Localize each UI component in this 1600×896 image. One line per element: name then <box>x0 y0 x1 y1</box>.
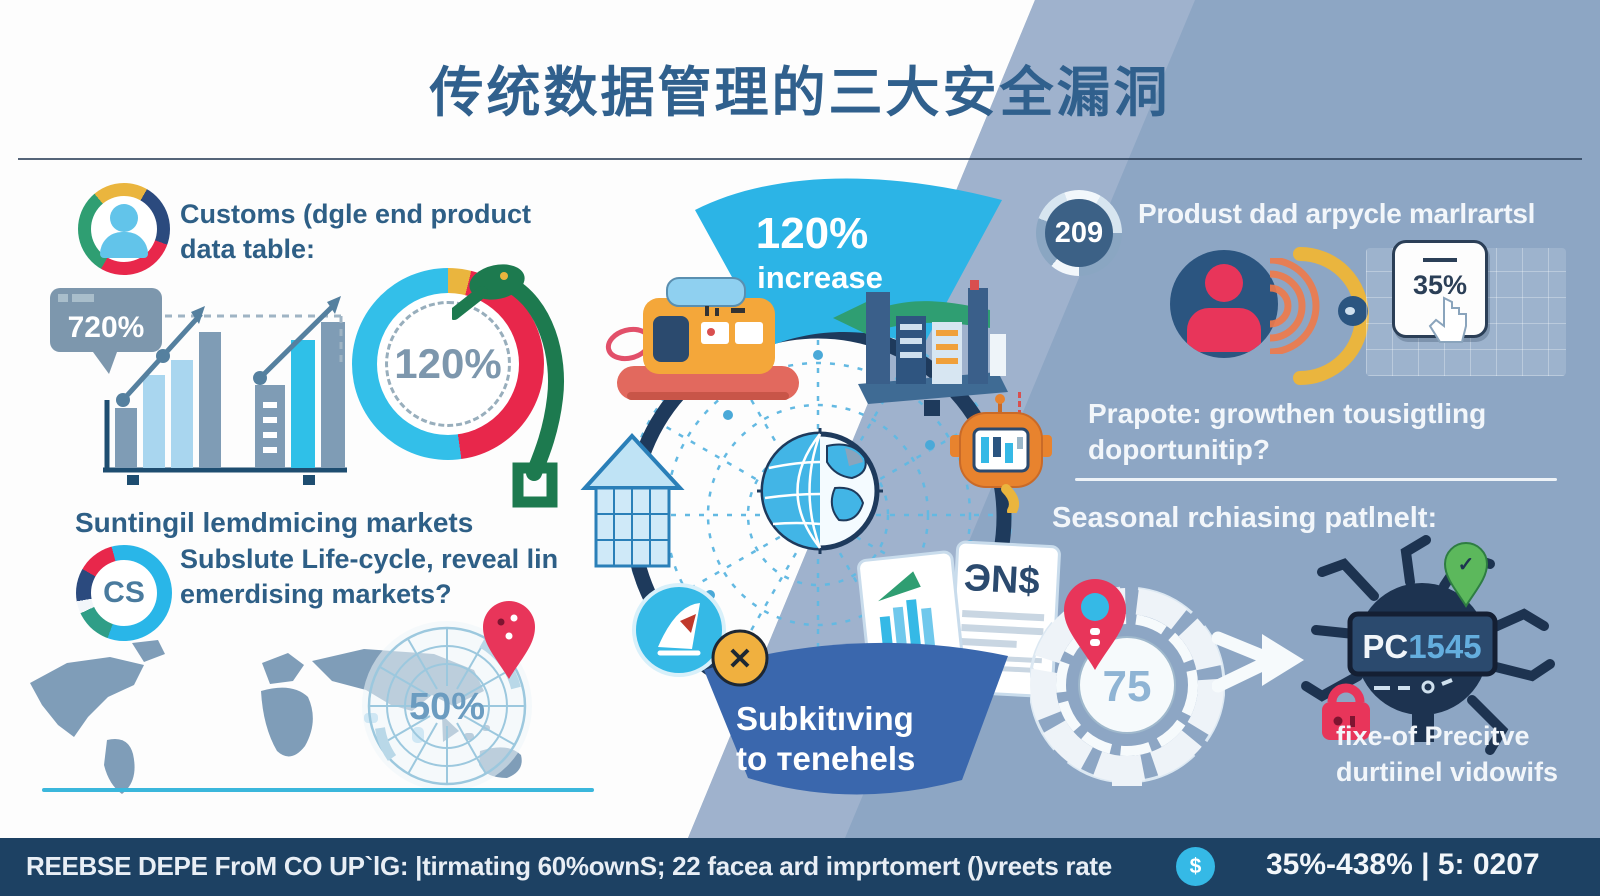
globe-icon <box>757 428 883 554</box>
segment-wheel: 75 <box>1030 586 1225 786</box>
malware-bug-icon: PC1545 ✓ <box>1301 535 1555 755</box>
doc-label: ЭN$ <box>963 557 1041 603</box>
sunburst-value: 50% <box>409 686 485 728</box>
warning-banner: ✕ Subkitıving to тenehels <box>704 629 1008 795</box>
padlock-icon <box>1322 683 1370 740</box>
cs-label: CS <box>103 576 145 609</box>
page-title: 传统数据管理的三大安全漏洞 <box>429 63 1171 123</box>
bar <box>291 340 315 468</box>
user-signal-icon <box>1170 250 1278 358</box>
growth-gauge: 120% <box>352 268 544 460</box>
location-pin-icon <box>1064 578 1126 670</box>
gauge-value: 120% <box>394 340 502 387</box>
bar-dashed <box>255 385 285 468</box>
bar <box>171 360 193 468</box>
top-divider <box>18 158 1582 160</box>
house-icon <box>580 433 685 568</box>
factory-icon <box>858 280 1008 416</box>
banner-line1: Subkitıving <box>736 700 914 737</box>
white-arrow-right-icon <box>1212 631 1304 693</box>
markets-heading: Suntingil lemdmicing markets <box>75 507 474 538</box>
stat-value: 35% <box>1412 270 1468 300</box>
fan-label: increase <box>757 260 883 295</box>
currency-glyph: $ <box>1189 854 1202 878</box>
cs-ring-icon: CS <box>76 545 172 641</box>
signal-waves-icon <box>1269 258 1320 354</box>
bar <box>115 408 137 468</box>
growth-bar-chart: 720% <box>50 288 347 485</box>
robot-icon <box>950 394 1052 513</box>
footer-right-text: 35%-438% | 5: 0207 <box>1266 848 1540 881</box>
bug-caption-line1: fixe-of Precitve <box>1336 721 1530 751</box>
device-prefix: PC <box>1362 628 1408 665</box>
check-glyph: ✓ <box>1458 554 1475 576</box>
map-pin-red <box>483 601 535 679</box>
count-badge: 209 <box>1036 190 1122 276</box>
snake-icon <box>452 264 564 508</box>
svg-text:PC1545: PC1545 <box>1362 628 1481 665</box>
check-pin-icon: ✓ <box>1443 542 1489 608</box>
error-circle-icon <box>711 629 769 687</box>
right-divider <box>1075 478 1557 481</box>
value-bubble <box>50 288 162 352</box>
wheel-value: 75 <box>1103 662 1152 711</box>
bug-caption: fixe-of Precitve durtiinel vidowifs <box>1336 718 1586 791</box>
hand-cursor-icon <box>1428 296 1467 343</box>
product-body: Prapote: growthen tousigtling doportunit… <box>1088 398 1487 466</box>
sail-badge-icon <box>632 583 726 677</box>
bug-caption-line2: durtiinel vidowifs <box>1336 757 1559 788</box>
fan-value: 120% <box>756 209 869 258</box>
markets-body: Subslute Life-cycle, reveal lin emerdisi… <box>180 544 559 609</box>
map-baseline <box>42 788 594 792</box>
x-icon: ✕ <box>727 643 752 676</box>
dial-knob-icon <box>1338 296 1368 326</box>
customs-heading: Customs (dgle end product data table: <box>180 199 531 264</box>
badge-value: 209 <box>1054 216 1104 249</box>
bar <box>199 332 221 468</box>
sunburst-50: 50% <box>362 621 532 791</box>
seasonal-heading: Seasonal rchiasing patlnelt: <box>1052 502 1438 534</box>
product-heading: Produst dad arpycle marlrartsl <box>1138 198 1536 229</box>
bubble-value: 720% <box>68 311 145 344</box>
footer-left-text: REEBSE DEPE FroM CO UP`lG: |tirmating 60… <box>26 851 1112 881</box>
trend-arrow <box>258 302 337 380</box>
person-shoulders <box>100 232 148 258</box>
banner-line2: to тenehels <box>736 740 915 777</box>
gauge-ticks <box>385 301 511 427</box>
bus-icon <box>605 277 799 400</box>
stat-dash <box>1423 258 1457 262</box>
bar <box>143 375 165 468</box>
person-glyph <box>110 204 138 232</box>
stat-box: 35% <box>1392 240 1488 338</box>
currency-icon: $ <box>1176 847 1215 886</box>
footer-bar: REEBSE DEPE FroM CO UP`lG: |tirmating 60… <box>0 838 1600 896</box>
audience-donut-icon <box>78 183 170 275</box>
device-number: 1545 <box>1408 628 1481 665</box>
